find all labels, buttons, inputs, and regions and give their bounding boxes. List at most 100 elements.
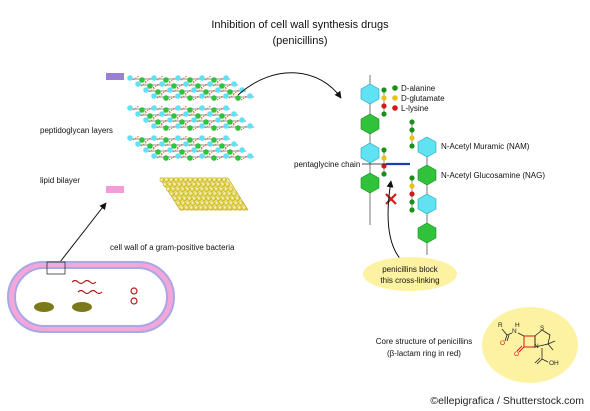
lipid-head [182, 196, 188, 202]
lipid-head [201, 196, 207, 202]
sugar-node [215, 87, 221, 93]
zoom-box [46, 261, 66, 275]
sugar-node [139, 137, 145, 143]
sugar-node [231, 141, 237, 147]
lipid-head [227, 205, 233, 211]
lipid-head [167, 182, 173, 188]
lipid-head [238, 200, 244, 206]
lipid-head [217, 191, 223, 197]
lipid-head [219, 200, 225, 206]
sugar-node [175, 153, 181, 159]
lipid-head [202, 177, 208, 183]
nam-hexagon-1 [360, 83, 380, 105]
lipid-head [172, 182, 178, 188]
sugar-node [219, 83, 225, 89]
lipid-head [184, 205, 190, 211]
lipid-head [178, 177, 184, 183]
lipid-head [166, 186, 172, 192]
lipid-head [215, 182, 221, 188]
bacterium [7, 261, 175, 333]
sugar-node [223, 135, 229, 141]
sugar-node [159, 81, 165, 87]
lipid-head [225, 196, 231, 202]
chain-node [409, 175, 415, 181]
sugar-node [179, 119, 185, 125]
lipid-head [171, 186, 176, 192]
nag-hexagon-4 [417, 222, 437, 244]
sugar-node [175, 105, 181, 111]
sugar-node [247, 93, 253, 99]
sugar-node [163, 137, 169, 143]
lipid-head [185, 186, 191, 192]
lipid-head [220, 182, 226, 188]
sugar-node [199, 153, 205, 159]
lipid-head [181, 200, 186, 206]
nag-hexagon-3 [417, 164, 437, 186]
sugar-node [147, 113, 153, 119]
lipid-head [176, 200, 182, 206]
lipid-head [185, 200, 191, 206]
legend-dot-d-alanine [392, 85, 398, 91]
pentaglycine-label: pentaglycine chain [294, 160, 360, 169]
lipid-head [190, 200, 196, 206]
nam-label: N-Acetyl Muramic (NAM) [441, 142, 530, 151]
legend-d-alanine: D-alanine [401, 84, 436, 93]
sugar-node [187, 77, 193, 83]
lipid-head [235, 196, 241, 202]
sugar-node [159, 111, 165, 117]
lipid-head [209, 186, 215, 192]
sugar-node [199, 93, 205, 99]
sugar-node [175, 75, 181, 81]
core-label-line1: Core structure of penicillins [376, 337, 472, 346]
lipid-head [184, 191, 189, 197]
sugar-node [191, 117, 197, 123]
sugar-node [191, 147, 197, 153]
sugar-node [127, 135, 133, 141]
lipid-head [233, 200, 239, 206]
lipid-head [164, 177, 170, 183]
lipid-head [237, 205, 242, 211]
sugar-node [223, 123, 229, 129]
lipid-head [179, 191, 184, 197]
lipid-head [183, 177, 189, 183]
cell-wall-label: cell wall of a gram-positive bacteria [110, 243, 235, 252]
sugar-node [247, 123, 253, 129]
sugar-node [215, 117, 221, 123]
sugar-node [135, 141, 141, 147]
lipid-head [191, 182, 197, 188]
lipid-head [198, 191, 204, 197]
sugar-node [179, 89, 185, 95]
sugar-node [151, 105, 157, 111]
chain-node [381, 111, 387, 117]
lipid-head [159, 177, 165, 183]
sugar-node [195, 113, 201, 119]
sugar-node [183, 111, 189, 117]
atom-n-amide: N [512, 328, 517, 335]
lipid-head [204, 186, 210, 192]
chain-node [381, 171, 387, 177]
lipid-head [210, 182, 216, 188]
lipid-head [180, 186, 186, 192]
sugar-node [203, 89, 209, 95]
chain-node [381, 95, 387, 101]
sugar-node [163, 95, 169, 101]
sugar-node [235, 155, 241, 161]
lipid-head [217, 177, 222, 183]
sugar-node [199, 135, 205, 141]
plasmid-1 [130, 287, 138, 295]
lipid-head [222, 191, 228, 197]
sugar-node [195, 83, 201, 89]
sugar-node [203, 149, 209, 155]
sugar-node [143, 117, 149, 123]
sugar-node [175, 135, 181, 141]
sugar-node [187, 125, 193, 131]
chain-node [381, 87, 387, 93]
lipid-head [228, 186, 234, 192]
molecular-chain [360, 75, 437, 255]
peptidoglycan-layer [127, 135, 254, 161]
block-label-line1: penicillins block [382, 265, 439, 274]
lipid-head [232, 205, 238, 211]
chain-node [381, 163, 387, 169]
sugar-node [227, 89, 233, 95]
